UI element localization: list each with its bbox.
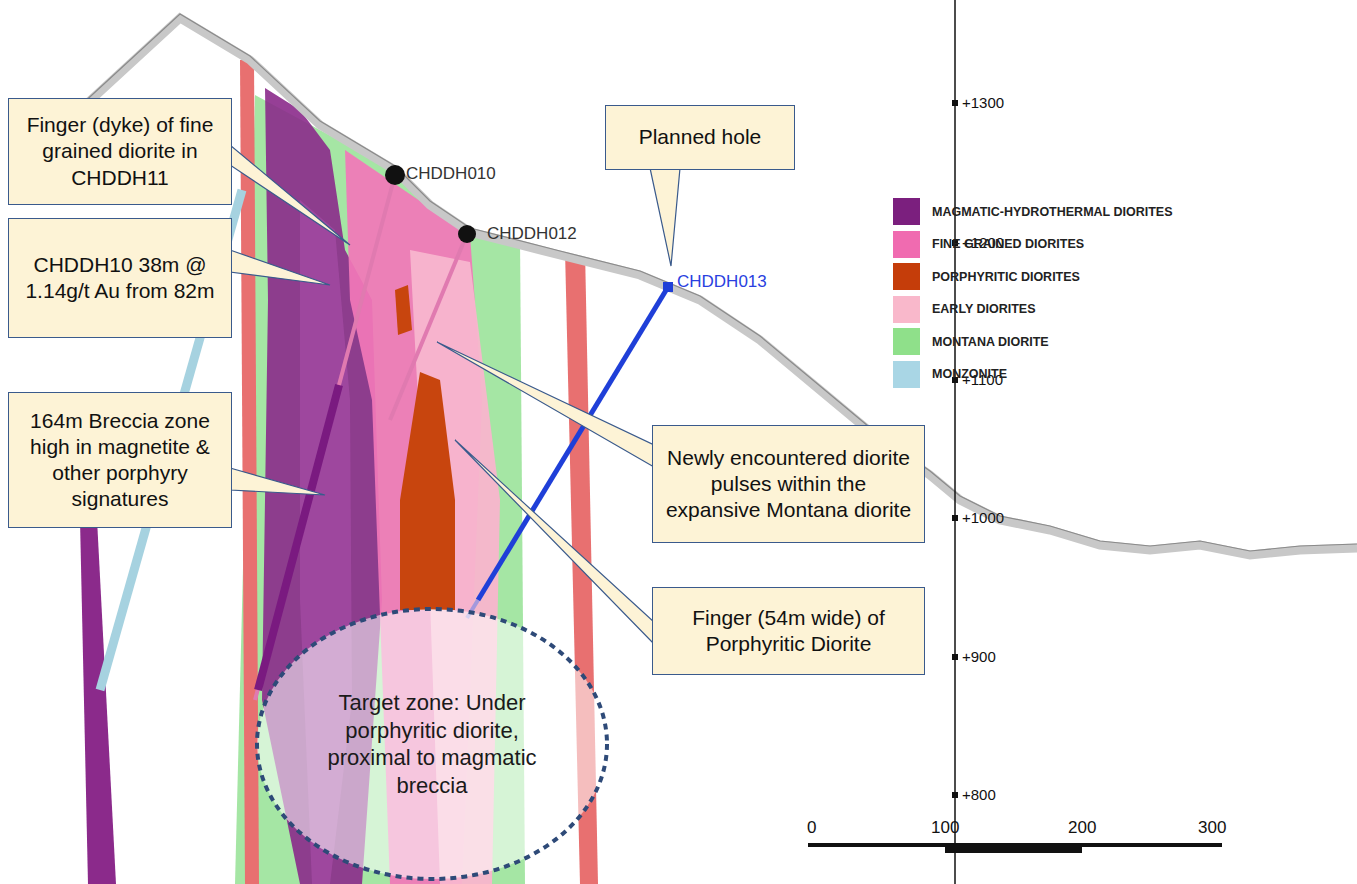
callout-box: 164m Breccia zone high in magnetite & ot… bbox=[8, 392, 232, 528]
callout-box: Finger (54m wide) of Porphyritic Diorite bbox=[652, 587, 925, 675]
legend-row: EARLY DIORITES bbox=[893, 296, 1036, 323]
elevation-axis bbox=[954, 0, 956, 884]
scale-bar bbox=[1082, 844, 1222, 847]
legend-row: MONTANA DIORITE bbox=[893, 328, 1049, 355]
elevation-label: +1000 bbox=[962, 509, 1004, 526]
topography-edge bbox=[80, 14, 1357, 551]
porphyritic-diorite bbox=[400, 372, 455, 610]
legend-swatch bbox=[893, 231, 920, 258]
scale-label: 0 bbox=[807, 818, 816, 838]
collar-marker bbox=[663, 282, 673, 292]
legend-swatch bbox=[893, 361, 920, 388]
axis-tick bbox=[952, 515, 958, 521]
collar-marker bbox=[458, 225, 476, 243]
elevation-label: +900 bbox=[962, 648, 996, 665]
drillhole-label: CHDDH013 bbox=[677, 272, 767, 292]
zone-outline bbox=[254, 606, 610, 882]
callout-tail bbox=[650, 168, 680, 266]
callout-text: Planned hole bbox=[639, 124, 762, 150]
axis-tick bbox=[952, 654, 958, 660]
hydrothermal-diorite bbox=[80, 500, 116, 884]
scale-label: 200 bbox=[1068, 818, 1096, 838]
scale-label: 300 bbox=[1198, 818, 1226, 838]
axis-tick bbox=[952, 100, 958, 106]
callout-tail bbox=[230, 145, 350, 245]
elevation-label: +800 bbox=[962, 786, 996, 803]
callout-tail bbox=[230, 468, 325, 495]
scale-bar bbox=[945, 844, 1082, 853]
axis-tick bbox=[952, 792, 958, 798]
legend-row: PORPHYRITIC DIORITES bbox=[893, 263, 1080, 290]
porphyritic-diorite bbox=[395, 285, 412, 335]
callout-text: Newly encountered diorite pulses within … bbox=[661, 445, 916, 524]
drill-trace bbox=[390, 234, 467, 420]
callout-text: Finger (54m wide) of Porphyritic Diorite bbox=[661, 605, 916, 658]
legend-text: EARLY DIORITES bbox=[932, 302, 1036, 316]
legend-swatch bbox=[893, 296, 920, 323]
callout-box: CHDDH10 38m @ 1.14g/t Au from 82m bbox=[8, 218, 232, 338]
legend-text: MAGMATIC-HYDROTHERMAL DIORITES bbox=[932, 205, 1173, 219]
zone-ellipse bbox=[257, 609, 607, 879]
scale-bar bbox=[808, 844, 945, 847]
elevation-label: +1300 bbox=[962, 94, 1004, 111]
callout-box: Finger (dyke) of fine grained diorite in… bbox=[8, 98, 232, 205]
legend-row: FINE GRAINED DIORITES bbox=[893, 231, 1084, 258]
callout-tail bbox=[230, 250, 330, 285]
target-zone: Target zone: Under porphyritic diorite, … bbox=[254, 606, 610, 882]
callout-tails bbox=[230, 145, 680, 644]
legend-text: PORPHYRITIC DIORITES bbox=[932, 270, 1080, 284]
callout-box: Newly encountered diorite pulses within … bbox=[652, 425, 925, 543]
collar-marker bbox=[385, 165, 405, 185]
legend-text: MONZONITE bbox=[932, 367, 1007, 381]
callout-text: Target zone: Under porphyritic diorite, … bbox=[317, 689, 547, 799]
legend-row: MONZONITE bbox=[893, 361, 1007, 388]
legend-swatch bbox=[893, 263, 920, 290]
callout-text: Finger (dyke) of fine grained diorite in… bbox=[17, 112, 223, 191]
drillhole-label: CHDDH010 bbox=[406, 164, 496, 184]
topography-surface bbox=[80, 18, 1357, 555]
callout-tail bbox=[437, 342, 654, 467]
callout-text: CHDDH10 38m @ 1.14g/t Au from 82m bbox=[17, 252, 223, 305]
callout-box: Planned hole bbox=[605, 105, 795, 170]
scale-label: 100 bbox=[931, 818, 959, 838]
legend-swatch bbox=[893, 328, 920, 355]
legend-text: FINE GRAINED DIORITES bbox=[932, 237, 1084, 251]
drillhole-label: CHDDH012 bbox=[487, 224, 577, 244]
callout-text: 164m Breccia zone high in magnetite & ot… bbox=[17, 408, 223, 513]
legend-swatch bbox=[893, 198, 920, 225]
legend-row: MAGMATIC-HYDROTHERMAL DIORITES bbox=[893, 198, 1173, 225]
legend-text: MONTANA DIORITE bbox=[932, 335, 1049, 349]
